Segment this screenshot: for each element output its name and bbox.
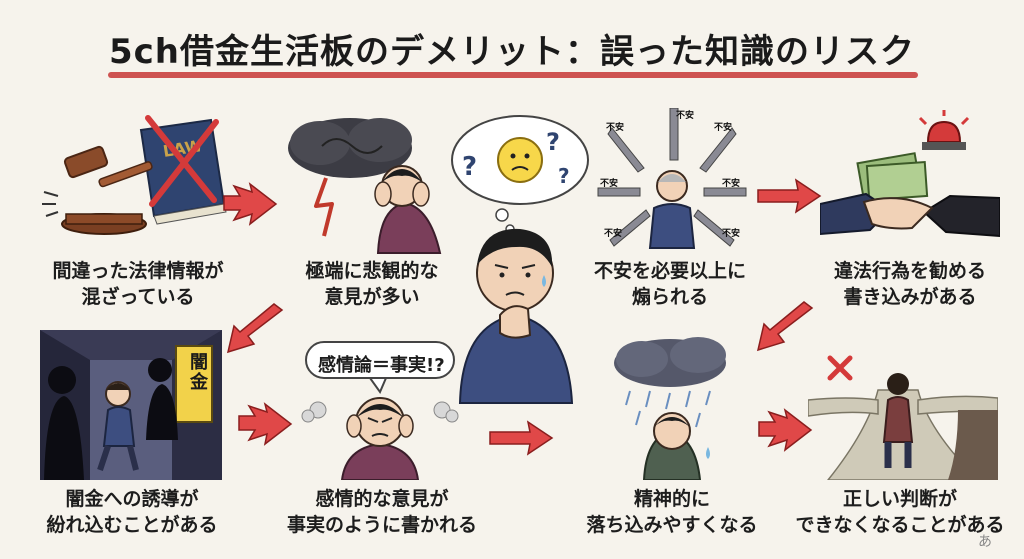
worried-man-illustration: ? ? ?	[451, 115, 589, 404]
lightning-icon	[314, 177, 334, 237]
despair-person-icon	[374, 165, 442, 254]
siren-icon	[918, 110, 970, 150]
page-title: 5ch借金生活板のデメリット：誤った知識のリスク	[108, 32, 915, 72]
caption-2-line2: 意見が多い	[324, 286, 420, 308]
rain-cloud-icon	[614, 337, 726, 428]
title-underline	[108, 72, 918, 78]
storm-cloud-icon	[288, 118, 412, 178]
yamikin-sign-label: 闇金	[187, 352, 208, 392]
anxious-person-icon	[648, 170, 696, 249]
money-icon	[856, 152, 929, 202]
flow-arrow-down-left-icon	[756, 301, 814, 352]
frightened-person-icon	[97, 381, 139, 471]
steam-icon	[301, 401, 459, 423]
gavel-icon	[61, 145, 153, 235]
anxiety-label: 不安	[604, 227, 622, 239]
caption-1-line2: 混ざっている	[81, 286, 195, 308]
yamikin-sign-icon	[175, 345, 213, 423]
caption-3-line1: 不安を必要以上に	[593, 260, 746, 282]
worried-man-icon	[458, 228, 574, 404]
thought-bubble-icon: ? ? ?	[451, 115, 589, 234]
flow-arrow-down-left-icon	[226, 303, 284, 354]
siren-handshake-illustration	[820, 110, 1000, 238]
emotional-person-illustration	[301, 341, 459, 480]
anxiety-label: 不安	[714, 121, 732, 133]
svg-text:?: ?	[558, 164, 570, 188]
flow-arrow-right-icon	[757, 178, 822, 214]
caption-6-line1: 感情的な意見が	[315, 488, 449, 510]
caption-2-line1: 極端に悲観的な	[305, 260, 439, 282]
pressure-arrows-icon	[597, 108, 747, 247]
caption-6-line2: 事実のように書かれる	[286, 514, 477, 536]
caption-8-line1: 正しい判断が	[842, 488, 957, 510]
flow-arrow-right-icon	[223, 182, 278, 226]
rain-depression-illustration	[614, 337, 726, 480]
dark-alley-illustration	[40, 330, 222, 480]
motion-lines-icon	[42, 191, 59, 217]
caption-8-line2: できなくなることがある	[795, 514, 1005, 536]
caption-5-line1: 闇金への誘導が	[65, 488, 199, 510]
caption-4-line1: 違法行為を勧める	[833, 260, 986, 282]
angry-person-icon	[340, 397, 420, 480]
flow-arrow-right-icon	[489, 420, 554, 456]
watermark: あ	[978, 534, 992, 550]
depressed-person-icon	[642, 412, 710, 480]
caption-7-line1: 精神的に	[633, 488, 710, 510]
book-icon: LAW	[139, 115, 227, 225]
caption-1-line1: 間違った法律情報が	[52, 260, 224, 282]
flow-arrow-right-icon	[758, 408, 813, 452]
svg-text:?: ?	[462, 152, 477, 182]
caption-3-line2: 煽られる	[631, 286, 708, 308]
handshake-icon	[820, 192, 1000, 238]
caption-4-line2: 書き込みがある	[843, 286, 977, 308]
anxiety-label: 不安	[676, 109, 694, 121]
crossroads-illustration	[808, 355, 998, 480]
shadow-figure-icon	[44, 358, 178, 480]
flow-arrow-right-icon	[238, 402, 293, 446]
anxiety-label: 不安	[600, 177, 618, 189]
confused-person-icon	[882, 373, 914, 468]
x-mark-icon	[827, 355, 853, 381]
anxiety-label: 不安	[606, 121, 624, 133]
anxiety-label: 不安	[722, 227, 740, 239]
anxiety-label: 不安	[722, 177, 740, 189]
caption-5-line2: 紛れ込むことがある	[46, 514, 218, 536]
caption-7-line2: 落ち込みやすくなる	[586, 514, 758, 536]
anxiety-arrows-illustration: 不安 不安 不安 不安 不安 不安 不安	[597, 108, 747, 249]
speech-bubble-text: 感情論＝事実!?	[318, 355, 445, 376]
storm-despair-illustration	[288, 118, 442, 254]
gavel-law-book-illustration: LAW	[42, 115, 227, 235]
svg-text:?: ?	[546, 128, 560, 156]
